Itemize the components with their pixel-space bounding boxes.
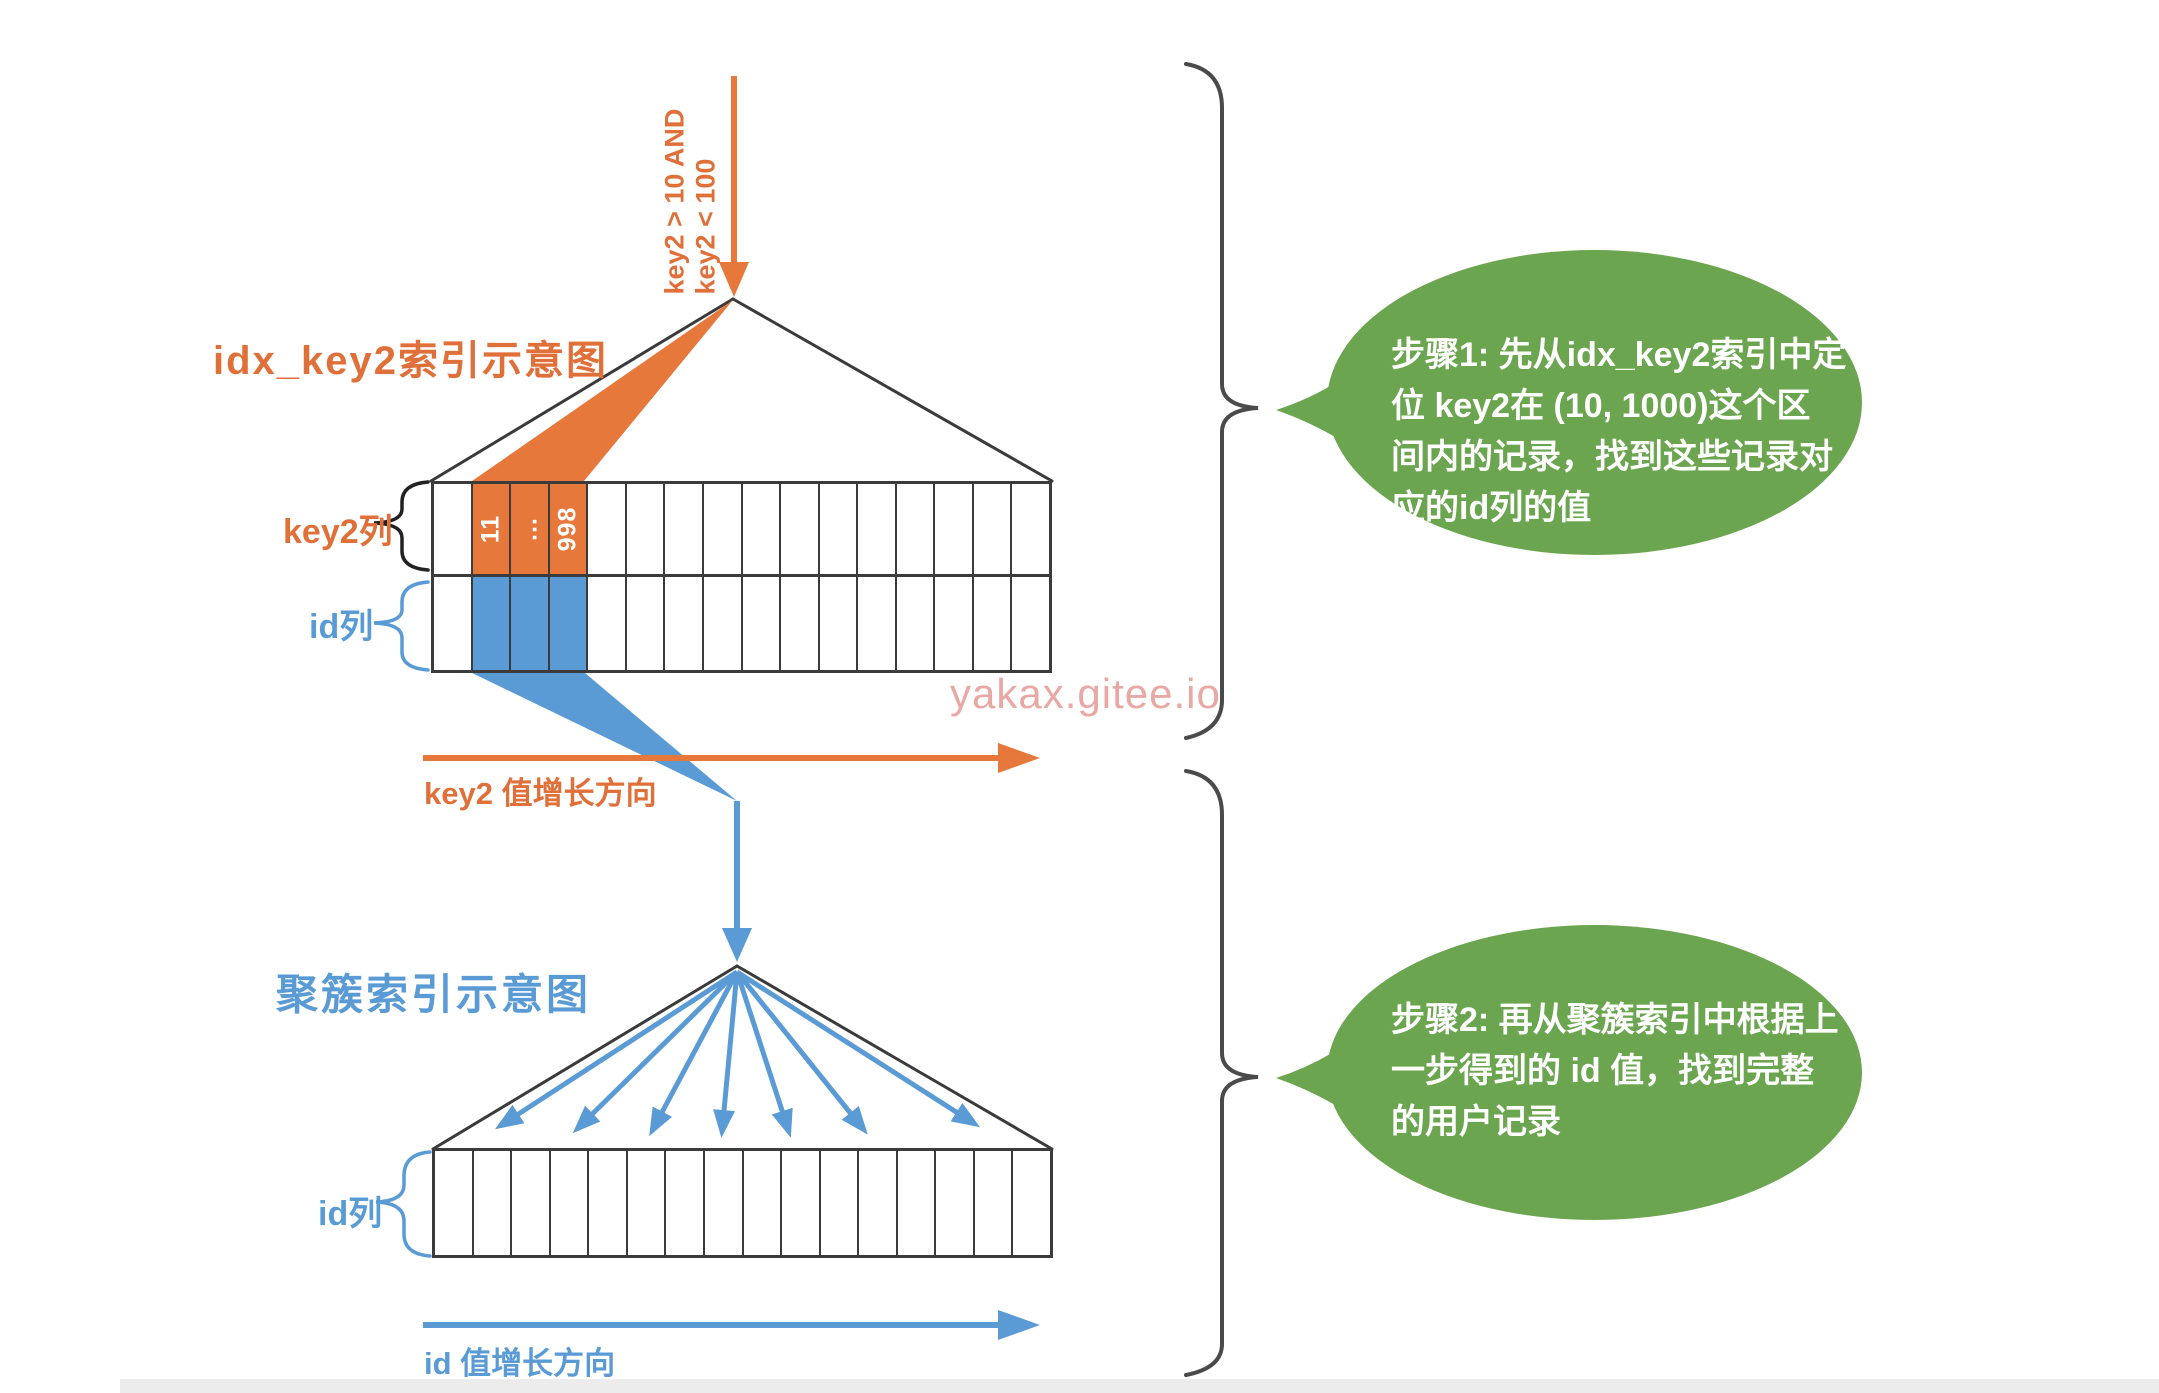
clustered-id-row xyxy=(435,1151,1050,1255)
record-cell xyxy=(551,1151,590,1255)
id-cell xyxy=(588,577,627,670)
query-condition-label: key2 > 10 AND key2 < 100 xyxy=(660,80,724,295)
step1-line: 位 key2在 (10, 1000)这个区 xyxy=(1391,387,1811,425)
record-cell xyxy=(782,1151,821,1255)
query-condition-line2: key2 < 100 xyxy=(690,158,721,295)
id-cell xyxy=(665,577,704,670)
step2-line: 一步得到的 id 值，找到完整 xyxy=(1391,1052,1815,1090)
id-cell-highlighted xyxy=(549,577,589,670)
key2-cell-highlighted: 998 xyxy=(549,484,589,574)
record-cell xyxy=(666,1151,705,1255)
key2-cell xyxy=(743,484,782,574)
id-cell xyxy=(743,577,782,670)
id-cell xyxy=(820,577,859,670)
record-cell xyxy=(859,1151,898,1255)
id-cell-highlighted xyxy=(472,577,512,670)
key2-cell xyxy=(858,484,897,574)
key2-growth-arrowhead-icon xyxy=(998,743,1040,773)
id-row xyxy=(434,577,1049,670)
idx-key2-table: 11 … 998 xyxy=(431,481,1052,673)
key2-row: 11 … 998 xyxy=(434,484,1049,577)
record-cell xyxy=(589,1151,628,1255)
key2-cell-highlighted: 11 xyxy=(472,484,512,574)
clustered-triangle-left-side xyxy=(431,964,739,1151)
id-cell xyxy=(627,577,666,670)
clustered-index-title: 聚簇索引示意图 xyxy=(276,971,592,1018)
query-condition-line1: key2 > 10 AND xyxy=(659,108,690,295)
record-cell xyxy=(744,1151,783,1255)
step1-line: 步骤1: 先从idx_key2索引中定 xyxy=(1391,336,1847,374)
key2-value: 11 xyxy=(476,514,505,544)
id-growth-label: id 值增长方向 xyxy=(424,1346,616,1381)
step2-brace xyxy=(1184,769,1259,1377)
query-range-arrowhead-icon xyxy=(719,262,749,297)
key2-value: … xyxy=(514,516,543,542)
step2-line: 步骤2: 再从聚簇索引中根据上 xyxy=(1391,1001,1839,1039)
id-cell xyxy=(434,577,473,670)
key2-cell xyxy=(704,484,743,574)
idx-key2-title: idx_key2索引示意图 xyxy=(213,339,609,383)
id-cell xyxy=(974,577,1013,670)
clustered-id-row-label: id列 xyxy=(318,1195,383,1233)
id-lookup-arrowhead-icon xyxy=(722,928,752,962)
idx-triangle-right-side xyxy=(731,297,1054,483)
key2-cell xyxy=(935,484,974,574)
key2-cell xyxy=(665,484,704,574)
id-row-label: id列 xyxy=(309,608,374,646)
key2-cell xyxy=(820,484,859,574)
clustered-index-table xyxy=(432,1148,1053,1258)
record-cell xyxy=(435,1151,474,1255)
record-cell xyxy=(821,1151,860,1255)
id-cell xyxy=(935,577,974,670)
record-cell xyxy=(628,1151,667,1255)
key2-value: 998 xyxy=(553,506,582,552)
key2-cell xyxy=(897,484,936,574)
id-cell xyxy=(858,577,897,670)
id-cell xyxy=(704,577,743,670)
key2-cell xyxy=(974,484,1013,574)
key2-cell xyxy=(781,484,820,574)
id-row-brace xyxy=(373,580,430,672)
record-cell xyxy=(512,1151,551,1255)
step2-line: 的用户记录 xyxy=(1391,1103,1561,1141)
key2-cell-highlighted: … xyxy=(511,484,550,574)
clustered-triangle-right-side xyxy=(735,964,1054,1151)
key2-cell xyxy=(588,484,627,574)
step1-brace xyxy=(1184,62,1259,740)
key2-row-brace xyxy=(373,480,430,572)
record-cell xyxy=(705,1151,744,1255)
key2-cell xyxy=(1012,484,1049,574)
id-cell xyxy=(1012,577,1049,670)
id-growth-arrowhead-icon xyxy=(998,1310,1040,1340)
id-cell xyxy=(897,577,936,670)
step2-bubble: 步骤2: 再从聚簇索引中根据上 一步得到的 id 值，找到完整 的用户记录 xyxy=(1327,925,1862,1220)
clustered-fan-arrows xyxy=(494,969,981,1138)
record-cell xyxy=(474,1151,513,1255)
id-cell-highlighted xyxy=(511,577,550,670)
idx-range-funnel xyxy=(472,300,733,481)
watermark: yakax.gitee.io xyxy=(950,670,1221,717)
clustered-id-row-brace xyxy=(375,1150,432,1258)
step1-line: 间内的记录，找到这些记录对 xyxy=(1391,438,1833,476)
id-lookup-funnel xyxy=(472,673,737,801)
step2-text: 步骤2: 再从聚簇索引中根据上 一步得到的 id 值，找到完整 的用户记录 xyxy=(1391,995,1839,1148)
record-cell xyxy=(975,1151,1014,1255)
record-cell xyxy=(936,1151,975,1255)
key2-growth-label: key2 值增长方向 xyxy=(424,776,657,811)
bottom-edge-strip xyxy=(120,1379,2159,1393)
step1-line: 应的id列的值 xyxy=(1391,489,1592,527)
record-cell xyxy=(898,1151,937,1255)
key2-cell xyxy=(627,484,666,574)
idx-triangle-left-side xyxy=(429,297,735,483)
key2-row-label: key2列 xyxy=(283,513,393,551)
id-cell xyxy=(781,577,820,670)
step1-text: 步骤1: 先从idx_key2索引中定 位 key2在 (10, 1000)这个… xyxy=(1391,330,1846,534)
step1-bubble: 步骤1: 先从idx_key2索引中定 位 key2在 (10, 1000)这个… xyxy=(1327,250,1862,555)
key2-cell xyxy=(434,484,473,574)
record-cell xyxy=(1013,1151,1050,1255)
